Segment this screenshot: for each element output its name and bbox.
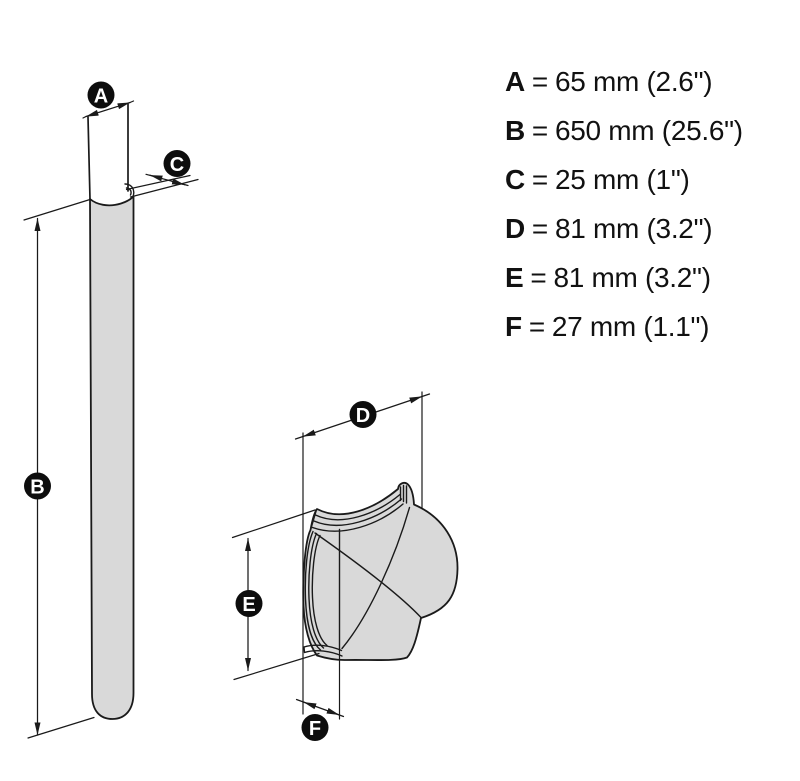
legend-equals: = — [531, 66, 548, 97]
dimension-d: D — [294, 391, 431, 715]
marker-a-badge — [87, 81, 115, 109]
marker-c-badge — [163, 150, 191, 177]
legend-equals: = — [531, 115, 548, 146]
marker-f-label: F — [309, 718, 321, 740]
dimension-d-ticks — [294, 393, 431, 440]
legend-equals: = — [531, 164, 548, 195]
elbow-cross-lines — [314, 506, 422, 650]
dimension-f-arrow-left — [303, 701, 317, 710]
legend-value: 27 mm (1.1") — [551, 311, 710, 342]
legend-letter: A — [505, 66, 525, 97]
tube-outer — [89, 195, 135, 720]
legend-row: E=81 mm (3.2") — [505, 253, 743, 302]
legend-value: 81 mm (3.2") — [554, 213, 713, 244]
marker-a-label: A — [94, 86, 108, 108]
tube-inner-fill — [88, 103, 128, 199]
dimension-b-extension-lines — [23, 198, 95, 739]
elbow-top-rim-lines — [309, 493, 404, 532]
legend-value: 65 mm (2.6") — [554, 66, 713, 97]
dimension-a-ticks — [82, 100, 135, 119]
legend-letter: D — [505, 213, 525, 244]
legend-row: D=81 mm (3.2") — [505, 204, 743, 253]
legend-equals: = — [528, 311, 545, 342]
legend-equals: = — [531, 213, 548, 244]
legend-value: 81 mm (3.2") — [553, 262, 711, 293]
dimension-f-arrow-right — [326, 707, 340, 716]
tube-figure — [87, 103, 135, 720]
dimension-c-arrow-right — [171, 178, 186, 186]
legend-value: 650 mm (25.6") — [554, 115, 743, 146]
marker-e-label: E — [242, 594, 255, 616]
legend-row: A=65 mm (2.6") — [505, 57, 743, 106]
legend-row: C=25 mm (1") — [505, 155, 743, 204]
marker-e-badge — [235, 590, 263, 617]
marker-d-label: D — [356, 405, 370, 427]
legend-letter: F — [505, 311, 522, 342]
marker-f-badge — [301, 714, 329, 741]
marker-d-badge — [349, 401, 377, 428]
dimension-c-arrow-left — [149, 174, 163, 182]
marker-b-label: B — [30, 477, 44, 499]
dimension-f: F — [295, 649, 345, 741]
legend-equals: = — [530, 262, 547, 293]
legend: A=65 mm (2.6") B=650 mm (25.6") C=25 mm … — [505, 57, 743, 351]
dimension-c: C — [125, 150, 199, 198]
dimension-a-line — [85, 101, 131, 118]
legend-value: 25 mm (1") — [554, 164, 690, 195]
dimension-a: A — [82, 81, 135, 119]
legend-letter: B — [505, 115, 525, 146]
legend-row: F=27 mm (1.1") — [505, 302, 743, 351]
dimension-c-extension-lines — [125, 174, 199, 198]
elbow-front-rim-lines — [304, 530, 328, 651]
legend-letter: C — [505, 164, 525, 195]
marker-b-badge — [24, 472, 51, 500]
dimension-e-extension-lines — [231, 509, 320, 681]
legend-letter: E — [505, 262, 524, 293]
elbow-tab-lines — [399, 484, 408, 504]
tube-inner-edges — [87, 103, 129, 200]
elbow-body — [302, 482, 459, 661]
dimension-e: E — [231, 509, 320, 681]
marker-c-label: C — [170, 154, 184, 176]
elbow-figure — [302, 482, 459, 661]
dimension-b: B — [23, 198, 95, 739]
legend-row: B=650 mm (25.6") — [505, 106, 743, 155]
